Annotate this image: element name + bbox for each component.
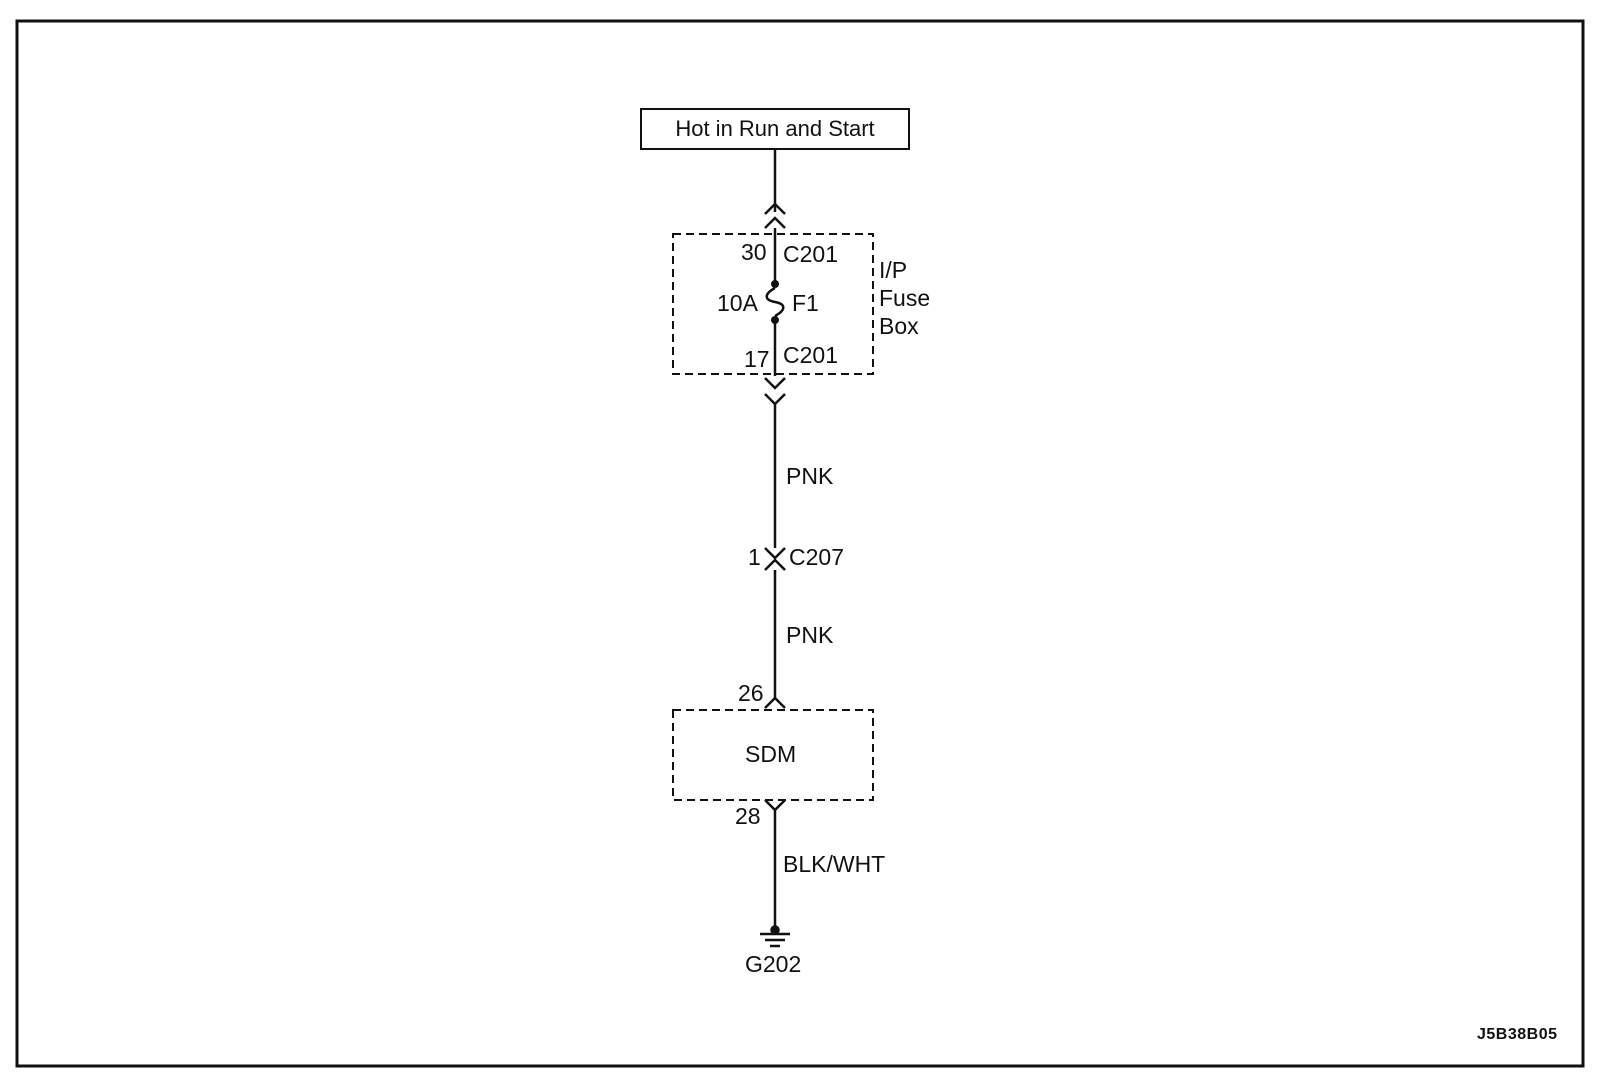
sdm-output-pin-icon	[764, 799, 786, 812]
connector-c201-top-icon	[764, 202, 786, 229]
connector-c201-bottom-icon	[764, 377, 786, 406]
fuse-rating: 10A	[717, 290, 758, 316]
fuse-box-bottom-connector: C201	[783, 342, 838, 368]
sdm-outline	[672, 709, 874, 801]
ground-icon	[760, 925, 790, 948]
fuse-box-top-connector: C201	[783, 241, 838, 267]
fuse-box-name-line-3: Box	[879, 313, 919, 339]
fuse-box-name-line-1: I/P	[879, 257, 908, 283]
fuse-box-top-pin: 30	[741, 239, 767, 265]
connector-c207-pin: 1	[748, 544, 761, 570]
fuse-icon	[765, 280, 785, 324]
fuse-box-name: I/P Fuse Box	[879, 256, 930, 340]
ground-name: G202	[745, 951, 802, 977]
sdm-input-pin-icon	[764, 696, 786, 709]
fuse-name: F1	[792, 290, 819, 316]
sdm-label: SDM	[745, 741, 797, 767]
wire-2-color: PNK	[786, 622, 834, 648]
wire-1-color: PNK	[786, 463, 834, 489]
connector-c207-icon	[764, 547, 786, 571]
fuse-box-outline	[672, 233, 874, 375]
fuse-box-name-line-2: Fuse	[879, 285, 931, 311]
diagram-id: J5B38B05	[1477, 1026, 1558, 1043]
power-source-box: Hot in Run and Start	[640, 108, 910, 150]
power-source-label: Hot in Run and Start	[675, 116, 875, 141]
sdm-input-pin: 26	[738, 680, 764, 706]
sdm-output-pin: 28	[735, 803, 761, 829]
diagram-border	[15, 19, 1585, 1068]
fuse-box-bottom-pin: 17	[744, 346, 770, 372]
wire-3-color: BLK/WHT	[783, 851, 886, 877]
connector-c207-name: C207	[789, 544, 844, 570]
